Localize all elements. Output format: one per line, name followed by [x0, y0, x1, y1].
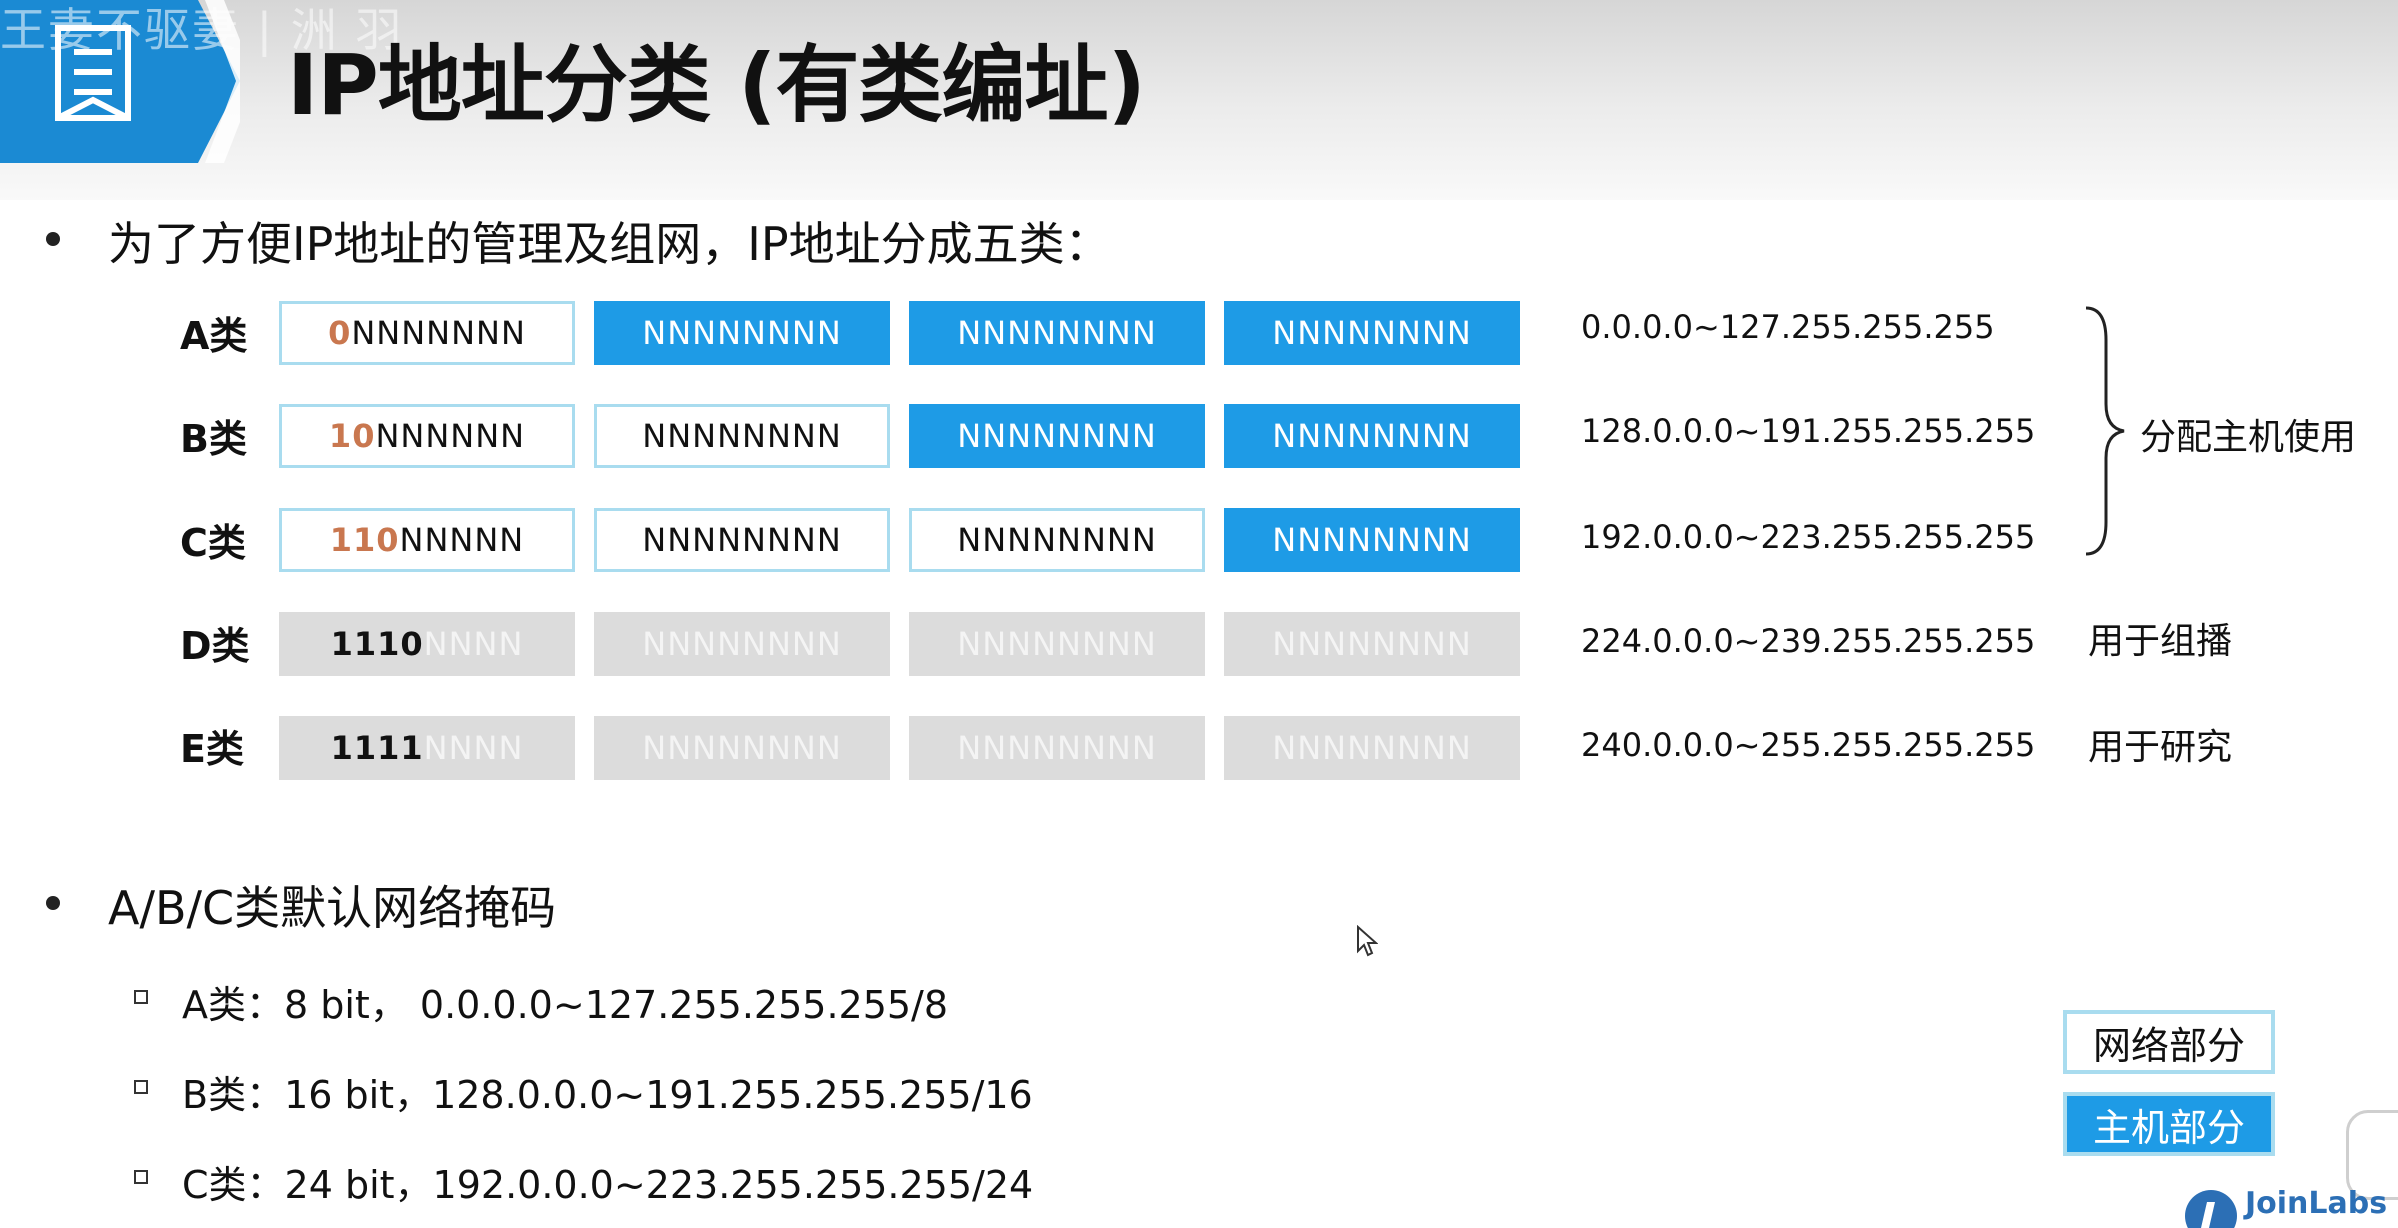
class-b-octet-3: NNNNNNNN: [909, 404, 1205, 468]
class-c-octet-4: NNNNNNNN: [1224, 508, 1520, 572]
class-c-range: 192.0.0.0~223.255.255.255: [1581, 518, 2036, 556]
e-usage-note: 用于研究: [2088, 727, 2233, 768]
abc-usage-note: 分配主机使用: [2140, 417, 2357, 458]
class-e-octet-4: NNNNNNNN: [1224, 716, 1520, 780]
page-title: IP地址分类 (有类编址): [287, 36, 1146, 134]
square-bullet-icon: [134, 990, 148, 1004]
legend-network-part: 网络部分: [2063, 1010, 2275, 1074]
class-c-rest: NNNNN: [399, 521, 525, 559]
class-a-octet-3: NNNNNNNN: [909, 301, 1205, 365]
class-d-label: D类: [180, 624, 250, 668]
class-e-octet-3: NNNNNNNN: [909, 716, 1205, 780]
class-a-rest: NNNNNNN: [351, 314, 526, 352]
mask-item-c-text: C类：24 bit，192.0.0.0~223.255.255.255/24: [182, 1163, 1034, 1207]
class-e-rest: NNNN: [423, 729, 524, 767]
class-c-prefix: 110: [329, 521, 400, 559]
class-b-range: 128.0.0.0~191.255.255.255: [1581, 412, 2036, 450]
watermark-text: 王妻不驱妻 | 洲 羽: [0, 3, 404, 57]
class-c-octet-3: NNNNNNNN: [909, 508, 1205, 572]
square-bullet-icon: [134, 1170, 148, 1184]
square-bullet-icon: [134, 1080, 148, 1094]
class-a-octet-2: NNNNNNNN: [594, 301, 890, 365]
d-usage-note: 用于组播: [2088, 621, 2233, 662]
mask-item-b-text: B类：16 bit，128.0.0.0~191.255.255.255/16: [182, 1073, 1033, 1117]
class-d-prefix: 1110: [330, 625, 424, 663]
class-a-prefix: 0: [328, 314, 352, 352]
class-d-range: 224.0.0.0~239.255.255.255: [1581, 622, 2036, 660]
class-d-rest: NNNN: [423, 625, 524, 663]
class-a-range: 0.0.0.0~127.255.255.255: [1581, 308, 1995, 346]
chapter-banner: [0, 0, 240, 163]
brace-icon: [2085, 306, 2125, 556]
mask-item-a-text: A类：8 bit， 0.0.0.0~127.255.255.255/8: [182, 983, 949, 1027]
class-b-prefix: 10: [328, 417, 376, 455]
class-b-label: B类: [180, 417, 247, 461]
book-icon: [55, 25, 131, 121]
class-a-octet-4: NNNNNNNN: [1224, 301, 1520, 365]
legend-host-part: 主机部分: [2063, 1092, 2275, 1156]
class-e-prefix: 1111: [330, 729, 424, 767]
bullet-dot: [46, 232, 60, 246]
class-d-octet-2: NNNNNNNN: [594, 612, 890, 676]
intro-text: 为了方便IP地址的管理及组网，IP地址分成五类：: [108, 217, 1111, 271]
class-b-octet-4: NNNNNNNN: [1224, 404, 1520, 468]
class-e-label: E类: [180, 727, 244, 771]
brand-name: JoinLabs: [2245, 1186, 2388, 1221]
side-play-button[interactable]: [2346, 1110, 2398, 1200]
mask-heading: A/B/C类默认网络掩码: [108, 881, 557, 935]
class-d-octet-4: NNNNNNNN: [1224, 612, 1520, 676]
class-a-label: A类: [180, 314, 248, 358]
class-c-label: C类: [180, 521, 246, 565]
mouse-cursor-icon: [1357, 925, 1378, 957]
joinlabs-logo-icon: [2185, 1190, 2237, 1228]
class-c-octet-2: NNNNNNNN: [594, 508, 890, 572]
title-bar: [0, 0, 2398, 200]
class-b-octet-2: NNNNNNNN: [594, 404, 890, 468]
class-e-range: 240.0.0.0~255.255.255.255: [1581, 726, 2036, 764]
class-b-rest: NNNNNN: [375, 417, 526, 455]
class-d-octet-3: NNNNNNNN: [909, 612, 1205, 676]
bullet-dot: [46, 896, 60, 910]
class-e-octet-2: NNNNNNNN: [594, 716, 890, 780]
